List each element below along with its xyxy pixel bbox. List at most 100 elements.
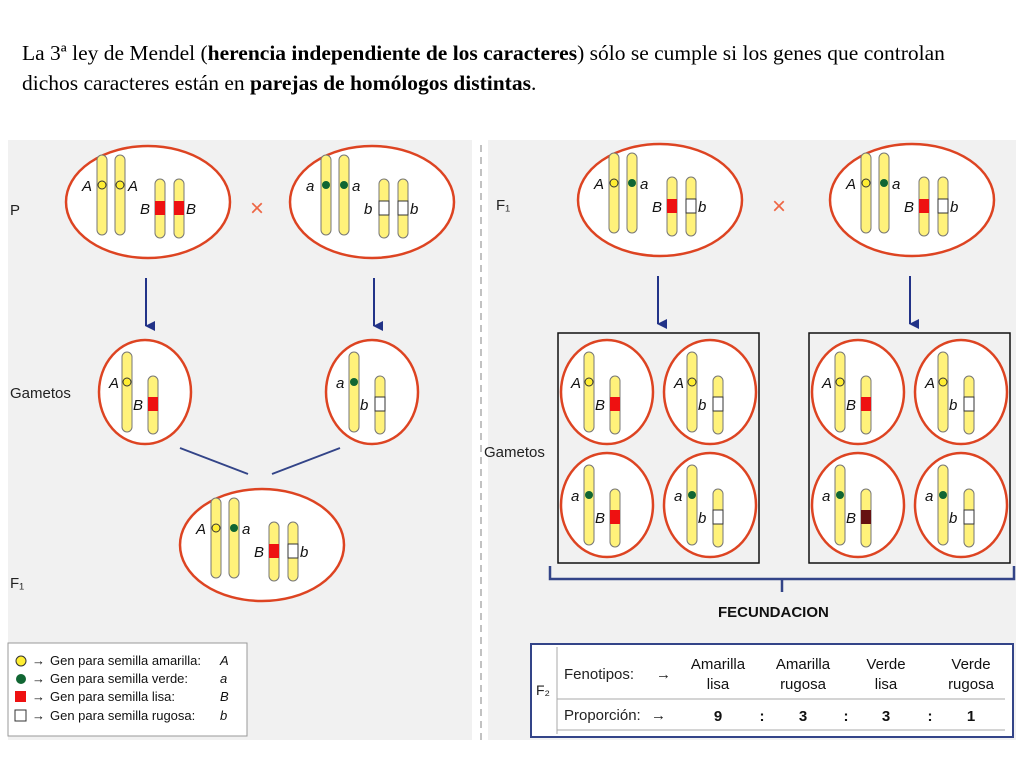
chromosome	[937, 351, 949, 433]
gene-dot	[211, 523, 221, 533]
allele-label: B	[595, 397, 605, 414]
chromosome	[686, 351, 698, 433]
allele-label: B	[652, 199, 662, 216]
allele-label: b	[300, 544, 308, 561]
gene-block	[397, 200, 409, 216]
legend-text-4: Gen para semilla rugosa:	[50, 708, 195, 723]
allele-label: b	[949, 510, 957, 527]
cell-ellipse	[662, 451, 758, 559]
legend-arrow-4: →	[32, 708, 45, 723]
proportion-sep-2: :	[844, 708, 849, 725]
gene-block	[937, 198, 949, 214]
chromosome	[348, 351, 360, 433]
intro-paragraph: La 3ª ley de Mendel (herencia independie…	[22, 38, 1002, 98]
gene-block	[374, 396, 386, 412]
allele-label: a	[352, 178, 360, 195]
label-f1-left: F₁	[10, 575, 24, 592]
allele-label: a	[571, 488, 579, 505]
intro-text-1: La 3ª ley de Mendel (	[22, 41, 208, 65]
allele-label: a	[892, 176, 900, 193]
allele-label: a	[822, 488, 830, 505]
gene-dot	[880, 179, 888, 187]
legend-swatch-green	[16, 674, 26, 684]
gene-dot	[584, 377, 594, 387]
allele-label: b	[949, 397, 957, 414]
legend-allele-1: A	[219, 653, 229, 668]
allele-label: A	[108, 375, 119, 392]
gamete-box-2	[808, 332, 1011, 564]
proportion-sep-1: :	[760, 708, 765, 725]
allele-label: B	[846, 510, 856, 527]
converge-line-right	[271, 447, 341, 475]
chromosome	[96, 154, 108, 236]
label-f2: F₂	[536, 682, 550, 698]
chromosome	[834, 464, 846, 546]
gene-dot	[938, 377, 948, 387]
proportion-3: 3	[882, 708, 890, 725]
gene-block	[610, 397, 620, 411]
legend-allele-4: b	[220, 708, 227, 723]
fecundacion-label: FECUNDACION	[718, 604, 829, 621]
allele-label: b	[364, 201, 372, 218]
allele-label: b	[698, 199, 706, 216]
legend-text-1: Gen para semilla amarilla:	[50, 653, 201, 668]
allele-label: B	[595, 510, 605, 527]
gene-block	[667, 199, 677, 213]
legend-swatch-white	[14, 709, 27, 722]
legend-text-2: Gen para semilla verde:	[50, 671, 188, 686]
chromosome	[686, 464, 698, 546]
legend-swatch-red	[15, 691, 26, 702]
allele-label: b	[950, 199, 958, 216]
fenotipos-arrow: →	[656, 666, 671, 683]
allele-label: A	[673, 375, 684, 392]
intro-text-2: ) sólo se cumple si los genes que contro…	[22, 41, 945, 95]
phenotype-2-line1: Amarilla	[776, 656, 831, 673]
chromosome	[608, 152, 620, 234]
allele-label: A	[593, 176, 604, 193]
legend-text-3: Gen para semilla lisa:	[50, 689, 175, 704]
fecundacion-bracket	[548, 566, 1016, 592]
chromosome	[583, 464, 595, 546]
allele-label: B	[254, 544, 264, 561]
allele-label: b	[698, 397, 706, 414]
chromosome	[320, 154, 332, 236]
gene-dot	[322, 181, 330, 189]
allele-label: B	[186, 201, 196, 218]
gene-block	[269, 544, 279, 558]
proportion-1: 9	[714, 708, 722, 725]
gene-dot	[585, 491, 593, 499]
chromosome	[834, 351, 846, 433]
phenotype-1-line2: lisa	[707, 676, 730, 693]
f2-table	[530, 643, 1014, 738]
legend-arrow-3: →	[32, 689, 45, 704]
proportion-sep-3: :	[928, 708, 933, 725]
intro-text-3: .	[530, 71, 537, 95]
intro-bold-2: parejas de homólogos distintas	[250, 71, 531, 95]
gene-block	[963, 396, 975, 412]
cell-ellipse	[559, 338, 655, 446]
legend-allele-2: a	[220, 671, 227, 686]
legend-allele-3: B	[220, 689, 229, 704]
proporcion-arrow: →	[651, 707, 666, 724]
phenotype-1-line1: Amarilla	[691, 656, 746, 673]
phenotype-4-line2: rugosa	[948, 676, 995, 693]
gene-dot	[122, 377, 132, 387]
phenotype-2-line2: rugosa	[780, 676, 827, 693]
cell-ellipse	[810, 338, 906, 446]
chromosome	[210, 497, 222, 579]
proportion-2: 3	[799, 708, 807, 725]
allele-label: B	[846, 397, 856, 414]
chromosome	[228, 497, 240, 579]
gene-block	[919, 199, 929, 213]
allele-label: a	[336, 375, 344, 392]
label-gametos-right: Gametos	[484, 444, 545, 461]
chromosome	[860, 152, 872, 234]
allele-label: A	[821, 375, 832, 392]
allele-label: a	[925, 488, 933, 505]
gene-block	[287, 543, 299, 559]
gene-dot	[835, 377, 845, 387]
intro-bold-1: herencia independiente de los caracteres	[207, 41, 578, 65]
gene-block	[861, 397, 871, 411]
cell-ellipse	[324, 338, 420, 446]
